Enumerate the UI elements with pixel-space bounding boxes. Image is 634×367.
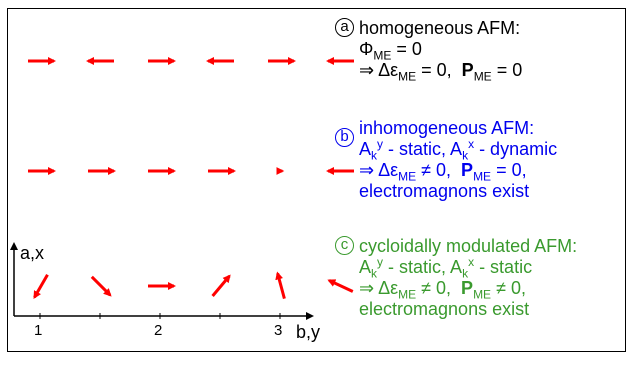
panel-c: c cycloidally modulated AFM: Aky - stati… <box>335 236 630 320</box>
panel-a-result: ⇒ ΔεME = 0, PME = 0 <box>359 60 523 84</box>
coordinate-axes <box>10 242 314 320</box>
panel-c-title: cycloidally modulated AFM: <box>359 236 578 256</box>
spin-arrow-cycloidal-2 <box>90 275 112 297</box>
tick-label-3: 3 <box>274 322 283 339</box>
spin-arrow-cycloidal-5 <box>275 271 286 299</box>
marker-b: b <box>335 128 354 147</box>
tick-label-1: 1 <box>34 322 43 339</box>
spin-arrow-cycloidal-1 <box>33 273 49 300</box>
panel-a: a homogeneous AFM: ΦME = 0 ⇒ ΔεME = 0, P… <box>335 18 630 84</box>
panel-b: b inhomogeneous AFM: Aky - static, Akx -… <box>335 118 630 202</box>
panel-b-amplitudes: Aky - static, Akx - dynamic <box>359 137 558 163</box>
marker-a: a <box>335 18 354 37</box>
tick-label-2: 2 <box>154 322 163 339</box>
panel-b-result: ⇒ ΔεME ≠ 0, PME = 0, <box>359 160 527 184</box>
arrow-layer <box>28 57 354 300</box>
figure-frame <box>7 8 626 352</box>
panel-c-electromagnons: electromagnons exist <box>359 299 530 319</box>
panel-b-title: inhomogeneous AFM: <box>359 118 535 138</box>
marker-c: c <box>335 236 354 255</box>
spin-arrow-cycloidal-6 <box>327 279 354 293</box>
panel-c-amplitudes: Aky - static, Akx - static <box>359 255 533 281</box>
panel-c-result: ⇒ ΔεME ≠ 0, PME ≠ 0, <box>359 278 526 302</box>
panel-b-electromagnons: electromagnons exist <box>359 181 530 201</box>
panel-a-title: homogeneous AFM: <box>359 18 521 38</box>
spin-arrow-cycloidal-4 <box>211 274 231 297</box>
y-axis-label: a,x <box>20 243 45 263</box>
panel-a-phi: ΦME = 0 <box>359 39 422 63</box>
x-axis-label: b,y <box>296 322 321 342</box>
